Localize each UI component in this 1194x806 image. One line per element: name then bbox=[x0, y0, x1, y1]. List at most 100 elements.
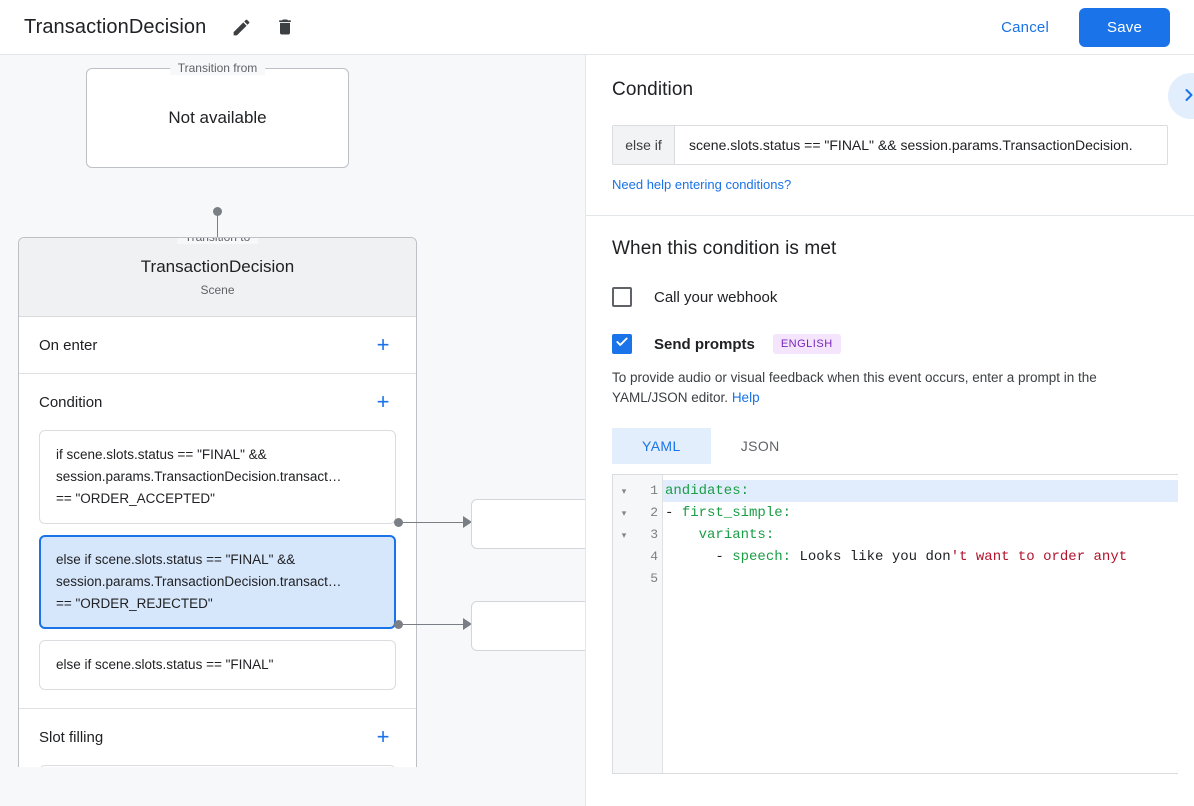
scene-title: TransactionDecision bbox=[140, 257, 295, 276]
tab-json[interactable]: JSON bbox=[711, 428, 810, 464]
condition-line: if scene.slots.status == "FINAL" && bbox=[56, 447, 267, 462]
condition-line: session.params.TransactionDecision.trans… bbox=[56, 469, 342, 484]
editor-code-line[interactable]: variants: bbox=[663, 524, 1178, 546]
editor-line-number: 5 bbox=[650, 571, 658, 586]
transition-from-value: Not available bbox=[168, 108, 267, 127]
slot-filling-list: Slot validation bbox=[39, 765, 396, 767]
delete-button[interactable] bbox=[268, 10, 302, 44]
graph-canvas-inner: Transition from Not available Transition… bbox=[0, 55, 585, 806]
condition-line: else if scene.slots.status == "FINAL" bbox=[56, 657, 274, 672]
condition-line: == "ORDER_REJECTED" bbox=[56, 596, 213, 611]
right-panel-divider bbox=[586, 215, 1194, 216]
condition-2-edge-arrow bbox=[463, 618, 472, 630]
condition-help-link[interactable]: Need help entering conditions? bbox=[612, 177, 792, 192]
add-condition-button[interactable]: + bbox=[370, 389, 396, 415]
section-slot-filling-title: Slot filling bbox=[39, 728, 104, 746]
editor-code-line[interactable]: - first_simple: bbox=[663, 502, 1178, 524]
section-on-enter: On enter + bbox=[19, 317, 416, 374]
edit-name-button[interactable] bbox=[224, 10, 258, 44]
top-bar: TransactionDecision Cancel Save bbox=[0, 0, 1194, 55]
condition-line: == "ORDER_ACCEPTED" bbox=[56, 491, 215, 506]
section-on-enter-title: On enter bbox=[39, 336, 98, 354]
webhook-row[interactable]: Call your webhook bbox=[612, 287, 1168, 307]
call-webhook-checkbox[interactable] bbox=[612, 287, 632, 307]
transition-to-legend: Transition to bbox=[176, 238, 259, 244]
collapse-panel-button[interactable] bbox=[1168, 73, 1194, 119]
page-title: TransactionDecision bbox=[24, 15, 207, 38]
code-token: : bbox=[765, 527, 775, 543]
section-slot-filling: Slot filling + Slot validation bbox=[19, 709, 416, 767]
editor-code-line[interactable]: andidates: bbox=[663, 480, 1178, 502]
transition-from-legend: Transition from bbox=[169, 61, 266, 75]
tab-yaml[interactable]: YAML bbox=[612, 428, 711, 464]
section-condition-title: Condition bbox=[39, 393, 103, 411]
editor-line-number: 2 bbox=[650, 505, 658, 520]
trash-icon bbox=[275, 17, 295, 37]
editor-fold-toggle[interactable]: ▾ bbox=[621, 530, 627, 540]
send-prompts-label: Send prompts bbox=[654, 335, 755, 353]
condition-input[interactable] bbox=[675, 126, 1167, 164]
editor-line-number: 4 bbox=[650, 549, 658, 564]
editor-line-number-gutter: 1 2 3 4 5 bbox=[635, 475, 663, 773]
code-token: Looks like you don bbox=[791, 549, 951, 565]
code-token: first_simple bbox=[681, 505, 783, 521]
code-token: - bbox=[665, 549, 733, 565]
add-slot-filling-button[interactable]: + bbox=[370, 724, 396, 750]
transition-to-node[interactable]: Transition to TransactionDecision Scene … bbox=[18, 237, 417, 767]
editor-code-line[interactable] bbox=[663, 568, 1178, 590]
editor-fold-gutter[interactable]: ▾ ▾ ▾ bbox=[613, 475, 635, 773]
code-token bbox=[665, 527, 699, 543]
editor-fold-toggle[interactable]: ▾ bbox=[621, 486, 627, 496]
code-token: : bbox=[782, 505, 792, 521]
condition-item-order-rejected[interactable]: else if scene.slots.status == "FINAL" &&… bbox=[39, 535, 396, 629]
right-panel-title: Condition bbox=[612, 79, 694, 100]
prompts-hint: To provide audio or visual feedback when… bbox=[612, 368, 1168, 408]
prompts-hint-text: To provide audio or visual feedback when… bbox=[612, 370, 1097, 405]
scene-header: TransactionDecision Scene bbox=[19, 238, 416, 317]
right-panel-header: Condition bbox=[586, 55, 1194, 119]
code-token: variants bbox=[698, 527, 766, 543]
condition-input-row[interactable]: else if bbox=[612, 125, 1168, 165]
condition-1-edge-arrow bbox=[463, 516, 472, 528]
editor-code-area[interactable]: andidates:- first_simple: variants: - sp… bbox=[663, 475, 1178, 773]
pencil-icon bbox=[231, 17, 252, 38]
prompts-help-link[interactable]: Help bbox=[731, 390, 760, 405]
chevron-right-icon bbox=[1179, 85, 1194, 108]
save-button[interactable]: Save bbox=[1079, 7, 1170, 47]
checkmark-icon bbox=[615, 335, 629, 354]
section-condition: Condition + if scene.slots.status == "FI… bbox=[19, 374, 416, 709]
condition-item-order-accepted[interactable]: if scene.slots.status == "FINAL" && sess… bbox=[39, 430, 396, 524]
condition-line: session.params.TransactionDecision.trans… bbox=[56, 574, 342, 589]
condition-line: else if scene.slots.status == "FINAL" && bbox=[56, 552, 296, 567]
condition-item-final[interactable]: else if scene.slots.status == "FINAL" bbox=[39, 640, 396, 690]
editor-fold-toggle[interactable]: ▾ bbox=[621, 508, 627, 518]
target-node-2[interactable] bbox=[471, 601, 585, 651]
editor-line-number: 3 bbox=[650, 527, 658, 542]
right-panel-body: When this condition is met Call your web… bbox=[586, 216, 1194, 774]
section-on-enter-header: On enter + bbox=[39, 317, 396, 373]
editor-code-line[interactable]: - speech: Looks like you don't want to o… bbox=[663, 546, 1178, 568]
transition-from-node[interactable]: Transition from Not available bbox=[86, 61, 349, 168]
editor-format-tabs: YAML JSON bbox=[612, 428, 1168, 464]
send-prompts-row[interactable]: Send prompts ENGLISH bbox=[612, 334, 1168, 354]
editor-fold-toggle bbox=[613, 568, 635, 590]
code-token: 't want to order anyt bbox=[950, 549, 1128, 565]
send-prompts-checkbox[interactable] bbox=[612, 334, 632, 354]
graph-canvas[interactable]: Transition from Not available Transition… bbox=[0, 55, 585, 806]
slot-validation-item[interactable]: Slot validation bbox=[39, 765, 396, 767]
editor-line-number: 1 bbox=[650, 483, 658, 498]
call-webhook-label: Call your webhook bbox=[654, 288, 778, 306]
cancel-button[interactable]: Cancel bbox=[985, 10, 1065, 45]
code-token: : bbox=[740, 483, 750, 499]
code-token: speech bbox=[732, 549, 783, 565]
add-on-enter-button[interactable]: + bbox=[370, 332, 396, 358]
condition-list: if scene.slots.status == "FINAL" && sess… bbox=[39, 430, 396, 708]
condition-prefix-label: else if bbox=[613, 126, 675, 164]
target-node-1[interactable] bbox=[471, 499, 585, 549]
code-token: : bbox=[782, 549, 792, 565]
code-token: andidates bbox=[665, 483, 741, 499]
code-token: - bbox=[665, 505, 682, 521]
right-panel: Condition else if Need help entering con… bbox=[585, 55, 1194, 806]
